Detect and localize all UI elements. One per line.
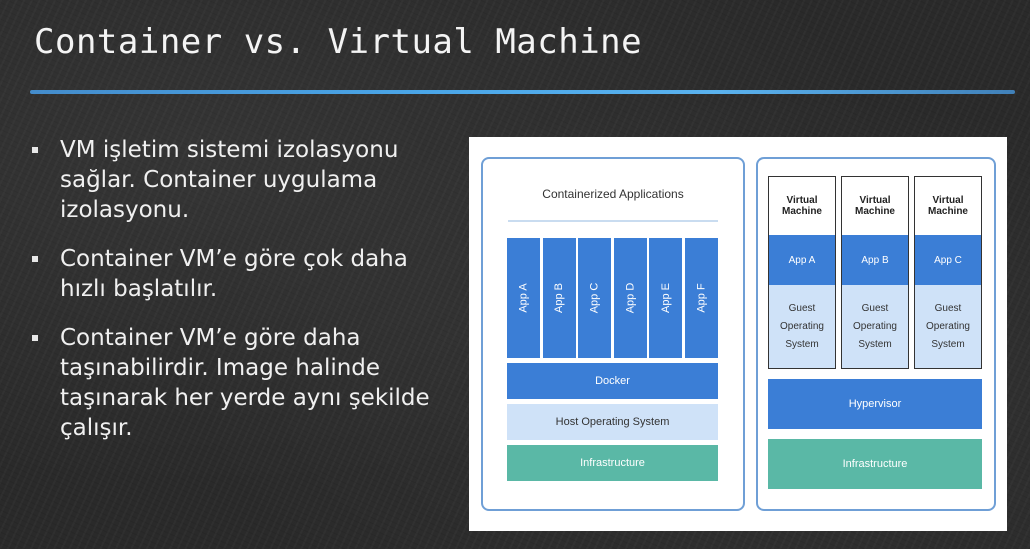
bullet-marker <box>32 147 38 153</box>
container-app-f: App F <box>685 238 718 358</box>
app-label: App B <box>553 283 566 313</box>
bullet-item: Container VM’e göre daha taşınabilirdir.… <box>30 323 460 443</box>
container-app-e: App E <box>649 238 683 358</box>
bullet-item: Container VM’e göre çok daha hızlı başla… <box>30 244 460 304</box>
bullet-text: VM işletim sistemi izolasyonu sağlar. Co… <box>60 137 399 223</box>
app-label: App E <box>659 283 672 313</box>
bullet-text: Container VM’e göre daha taşınabilirdir.… <box>60 325 430 441</box>
host-os-layer: Host Operating System <box>507 404 718 440</box>
app-label: App A <box>517 283 530 313</box>
vm-title: Virtual Machine <box>781 195 822 217</box>
app-label: App F <box>695 283 708 313</box>
container-app-b: App B <box>542 238 576 358</box>
heading-divider <box>508 220 718 222</box>
infrastructure-layer: Infrastructure <box>507 445 718 481</box>
guest-os: Guest Operating System <box>915 285 981 368</box>
comparison-diagram: Containerized Applications App A App B A… <box>469 137 1007 531</box>
bullet-list: VM işletim sistemi izolasyonu sağlar. Co… <box>30 135 460 462</box>
guest-os: Guest Operating System <box>842 285 908 368</box>
containerized-heading: Containerized Applications <box>542 187 684 201</box>
hypervisor-layer: Hypervisor <box>768 379 982 429</box>
vm-app: App A <box>769 235 835 285</box>
container-app-a: App A <box>507 238 540 358</box>
title-underline <box>30 90 1015 94</box>
vm-title: Virtual Machine <box>854 195 895 217</box>
virtual-machine-c: Virtual Machine App C Guest Operating Sy… <box>914 176 982 369</box>
guest-os: Guest Operating System <box>769 285 835 368</box>
vm-title: Virtual Machine <box>927 195 968 217</box>
app-label: App C <box>588 282 601 314</box>
app-label: App D <box>624 282 637 314</box>
vm-app: App C <box>915 235 981 285</box>
virtual-machine-b: Virtual Machine App B Guest Operating Sy… <box>841 176 909 369</box>
container-app-d: App D <box>613 238 647 358</box>
bullet-marker <box>32 256 38 262</box>
containerized-panel: Containerized Applications App A App B A… <box>481 157 745 511</box>
bullet-text: Container VM’e göre çok daha hızlı başla… <box>60 246 408 302</box>
infrastructure-layer: Infrastructure <box>768 439 982 489</box>
vm-app: App B <box>842 235 908 285</box>
virtual-machine-a: Virtual Machine App A Guest Operating Sy… <box>768 176 836 369</box>
docker-layer: Docker <box>507 363 718 399</box>
container-app-c: App C <box>578 238 612 358</box>
bullet-marker <box>32 335 38 341</box>
bullet-item: VM işletim sistemi izolasyonu sağlar. Co… <box>30 135 460 225</box>
virtual-machines-panel: Virtual Machine App A Guest Operating Sy… <box>756 157 996 511</box>
slide-title: Container vs. Virtual Machine <box>34 22 643 62</box>
